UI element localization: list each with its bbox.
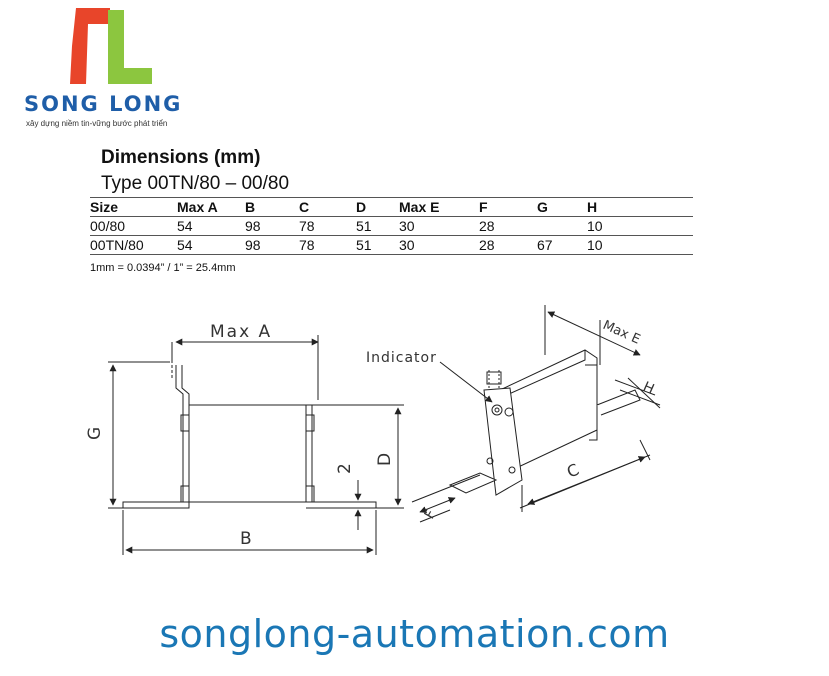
company-logo: SONG LONG xây dựng niềm tin-vững bước ph… [10, 4, 210, 129]
dim-f-line [419, 497, 456, 513]
table-cell: 78 [299, 237, 315, 253]
label-d: D [375, 453, 395, 466]
table-cell: 30 [399, 218, 415, 234]
header-max-a: Max A [177, 199, 218, 215]
table-cell: 54 [177, 237, 193, 253]
table-header-row: Size Max A B C D Max E F G H [90, 197, 693, 217]
table-cell: 98 [245, 218, 261, 234]
indicator-leader [439, 361, 493, 403]
header-b: B [245, 199, 256, 215]
website-url: songlong-automation.com [159, 612, 670, 656]
table-cell: 10 [587, 218, 603, 234]
label-indicator: Indicator [366, 350, 437, 366]
table-row: 00TN/80 54 98 78 51 30 28 67 10 [90, 236, 693, 255]
fuse-dimension-drawing: Max A G B D 2 Indicator Max E H C F [85, 305, 661, 555]
label-b: B [240, 529, 252, 549]
dim-max-e-line [547, 311, 641, 356]
label-max-e: Max E [600, 318, 642, 348]
table-cell: 00/80 [90, 218, 126, 234]
header-size: Size [90, 199, 119, 215]
table-cell: 54 [177, 218, 193, 234]
table-row: 00/80 54 98 78 51 30 28 10 [90, 217, 693, 236]
table-cell: 98 [245, 237, 261, 253]
header-h: H [587, 199, 598, 215]
dimensions-subtitle: Type 00TN/80 – 00/80 [101, 173, 290, 194]
brand-name: SONG LONG [24, 92, 183, 116]
table-cell: 51 [356, 237, 372, 253]
label-max-a: Max A [210, 322, 272, 342]
unit-conversion-note: 1mm = 0.0394” / 1” = 25.4mm [90, 262, 236, 274]
label-2: 2 [335, 463, 355, 474]
logo-mark-icon [70, 8, 152, 84]
table-cell: 10 [587, 237, 603, 253]
dimensions-table: Size Max A B C D Max E F G H 00/80 54 98… [90, 197, 693, 255]
table-cell [537, 217, 587, 236]
table-cell: 51 [356, 218, 372, 234]
table-cell: 67 [537, 237, 553, 253]
dimensions-title: Dimensions (mm) [101, 147, 261, 168]
table-cell: 30 [399, 237, 415, 253]
right-blade [306, 404, 377, 509]
header-g: G [537, 199, 548, 215]
label-g: G [85, 427, 105, 440]
header-f: F [479, 199, 488, 215]
fuse-body [188, 404, 307, 503]
table-cell: 78 [299, 218, 315, 234]
table-cell: 00TN/80 [90, 237, 144, 253]
dim-c-line [527, 456, 646, 505]
label-c: C [564, 460, 582, 482]
brand-tagline: xây dựng niềm tin-vững bước phát triển [26, 119, 168, 128]
iso-bottom-blade-front [448, 472, 498, 494]
header-d: D [356, 199, 367, 215]
left-blade [122, 365, 190, 509]
header-c: C [299, 199, 310, 215]
logo-l-shape [108, 10, 152, 84]
table-cell: 28 [479, 237, 495, 253]
header-max-e: Max E [399, 199, 440, 215]
table-cell: 28 [479, 218, 495, 234]
logo-s-shape [70, 8, 110, 84]
dim-h-line [627, 377, 661, 409]
